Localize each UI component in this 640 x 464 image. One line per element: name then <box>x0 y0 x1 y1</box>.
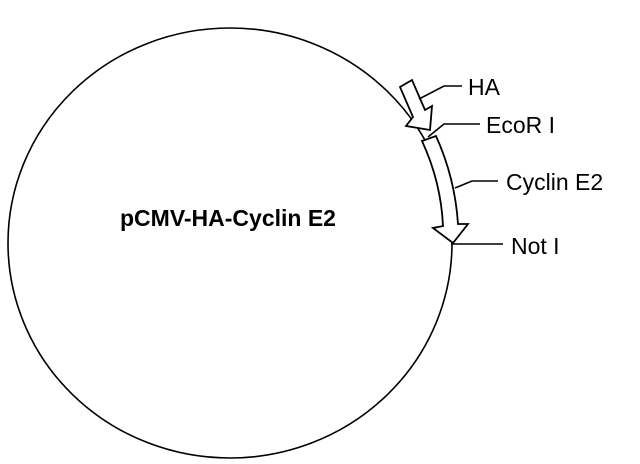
plasmid-backbone-circle <box>7 27 453 459</box>
ecori-leader-line <box>427 123 480 138</box>
cyclin-e2-label: Cyclin E2 <box>506 169 603 195</box>
cyclin-e2-orf-arrow <box>420 134 470 245</box>
noti-label: Not I <box>511 233 560 259</box>
ha-leader-line <box>418 85 462 100</box>
ha-label: HA <box>468 74 501 100</box>
cyclin-e2-leader-line <box>454 180 498 189</box>
plasmid-name-title: pCMV-HA-Cyclin E2 <box>120 205 336 231</box>
ha-tag-arrow <box>398 78 434 132</box>
ecori-label: EcoR I <box>486 112 555 138</box>
